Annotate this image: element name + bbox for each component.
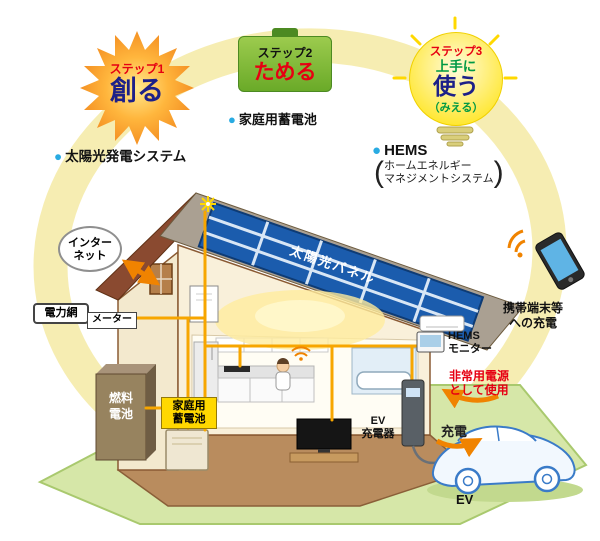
home-battery-line2: 蓄電池 <box>172 413 206 425</box>
bullet-icon: ● <box>372 142 382 159</box>
phone-charge-label: 携帯端末等 への充電 <box>492 301 574 331</box>
step1-label: ステップ1 <box>109 62 165 76</box>
internet-line1: インター <box>68 237 112 249</box>
battery-terminal-icon <box>272 28 298 37</box>
roof-sparkle-icon <box>200 196 216 212</box>
internet-line2: ネット <box>73 250 107 262</box>
sun-glow-core <box>255 300 345 332</box>
phone-line1: 携帯端末等 <box>502 301 563 315</box>
internet-node: インター ネット <box>58 226 122 272</box>
emergency-line2: として使用 <box>449 383 509 397</box>
paren-close: ) <box>493 156 504 189</box>
emergency-arrow <box>441 388 500 409</box>
bullet-icon: ● <box>228 112 236 127</box>
fuel-line2: 電池 <box>108 407 133 421</box>
ev-label: EV <box>456 492 474 507</box>
step3-line1: 上手に <box>435 59 477 74</box>
legend-solar-label: 太陽光発電システム <box>65 149 187 164</box>
step3-sub: （みえる） <box>428 102 484 114</box>
home-battery-tag: 家庭用 蓄電池 <box>161 397 217 429</box>
step3-label: ステップ3 <box>429 46 483 58</box>
legend-hems-subtitle: ( ホームエネルギー マネジメントシステム ) <box>374 158 504 188</box>
charge-arrow <box>435 438 483 458</box>
step3-badge: ステップ3 上手に 使う （みえる） <box>409 32 503 126</box>
home-battery-line1: 家庭用 <box>172 400 206 412</box>
home-battery-unit <box>165 429 209 471</box>
step1-title: 創る <box>110 76 164 106</box>
hems-monitor-line1: HEMS <box>448 330 480 342</box>
fuel-cell-label: 燃料 電池 <box>98 390 144 422</box>
hems-monitor-label: HEMS モニター <box>448 330 492 356</box>
legend-hems: ●HEMS <box>372 142 427 159</box>
charge-label: 充電 <box>441 424 468 439</box>
paren-open: ( <box>374 156 384 189</box>
internet-arrow <box>121 259 161 286</box>
hems-sub2: マネジメントシステム <box>384 173 494 185</box>
step1-badge: ステップ1 創る <box>92 60 182 105</box>
step1-starburst-icon <box>80 31 194 145</box>
hems-sub1: ホームエネルギー <box>384 160 472 172</box>
flow-arrows <box>121 259 500 458</box>
legend-solar: ●太陽光発電システム <box>54 145 186 165</box>
air-conditioner <box>419 315 465 332</box>
bulb-base-icon <box>436 126 474 147</box>
hems-monitor-device <box>416 331 445 353</box>
person <box>275 358 291 391</box>
bullet-icon: ● <box>54 149 63 164</box>
meter-box: メーター <box>87 312 137 329</box>
ev-charger-line2: 充電器 <box>361 428 395 440</box>
legend-hems-label: HEMS <box>384 142 428 159</box>
power-grid-box: 電力網 <box>33 303 89 324</box>
legend-home-battery: ●家庭用蓄電池 <box>228 109 317 128</box>
emergency-line1: 非常用電源 <box>449 369 510 383</box>
bulb-rays-icon <box>392 16 518 80</box>
ev-charger-line1: EV <box>370 415 386 427</box>
fuel-cell-unit <box>95 364 156 461</box>
step3-title: 使う <box>433 73 479 99</box>
legend-home-battery-label: 家庭用蓄電池 <box>238 112 317 127</box>
fuel-line1: 燃料 <box>108 391 133 405</box>
hems-monitor-line2: モニター <box>448 343 492 355</box>
smartphone-icon <box>507 229 585 290</box>
step2-label: ステップ2 <box>257 46 313 60</box>
emergency-power-label: 非常用電源 として使用 <box>449 369 509 397</box>
wifi-icon <box>291 346 311 361</box>
step2-badge: ステップ2 ためる <box>238 28 332 92</box>
step2-title: ためる <box>253 61 317 84</box>
phone-line2: への充電 <box>508 316 557 330</box>
power-wires <box>54 210 442 432</box>
ev-charger-label: EV 充電器 <box>356 415 400 441</box>
tv-set <box>289 418 359 463</box>
